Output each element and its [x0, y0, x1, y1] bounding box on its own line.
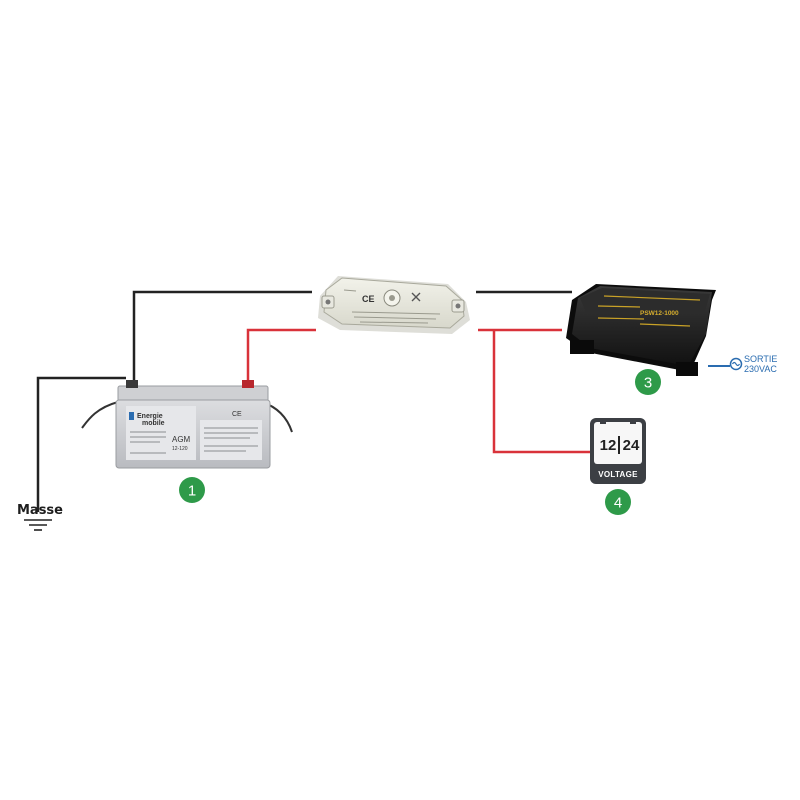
ground-label: Masse — [17, 503, 63, 518]
inverter-output-label-line2: 230VAC — [744, 364, 777, 374]
svg-text:1: 1 — [188, 483, 196, 500]
wire-battery-to-fuse-negative — [132, 290, 312, 382]
voltage-terminal-left-icon — [600, 420, 606, 424]
wire-fuse-to-voltage-indicator — [492, 330, 590, 454]
inverter[interactable]: PSW12-1000 — [566, 284, 743, 376]
voltage-label: VOLTAGE — [598, 470, 638, 479]
inverter-ac-output-icon — [729, 357, 743, 371]
inverter-foot-left — [570, 340, 594, 354]
fuse-block[interactable]: CE — [318, 276, 470, 334]
fuse-ce: CE — [362, 294, 375, 304]
voltage-value-24: 24 — [623, 437, 640, 454]
inverter-foot-right — [676, 362, 698, 376]
voltage-badge: 4 — [605, 489, 631, 515]
battery-badge: 1 — [179, 477, 205, 503]
inverter-output-label-line1: SORTIE — [744, 354, 777, 364]
battery-type: AGM — [172, 435, 191, 444]
inverter-badge: 3 — [635, 369, 661, 395]
voltage-indicator[interactable]: 12 24 VOLTAGE — [590, 418, 646, 484]
battery-brand-line2: mobile — [142, 420, 165, 427]
battery-handle-left — [81, 401, 119, 429]
fuse-cross-icon — [411, 292, 421, 302]
inverter-model: PSW12-1000 — [640, 310, 679, 317]
voltage-terminal-right-icon — [630, 420, 636, 424]
svg-text:3: 3 — [644, 375, 652, 392]
ground-symbol — [24, 519, 52, 531]
wire-battery-to-fuse-positive — [246, 328, 316, 388]
battery[interactable]: Energie mobile AGM 12-120 CE — [81, 380, 293, 469]
inverter-label-lines — [597, 295, 701, 327]
battery-terminal-negative — [126, 380, 138, 388]
battery-model: 12-120 — [172, 446, 188, 452]
fuse-fine-print — [343, 289, 441, 324]
voltage-value-12: 12 — [600, 437, 617, 454]
battery-fine-print — [130, 427, 258, 454]
svg-text:4: 4 — [614, 495, 622, 512]
wire-ground — [36, 376, 126, 512]
battery-terminal-positive — [242, 380, 254, 388]
positive-wires — [246, 328, 590, 454]
battery-ce: CE — [232, 411, 242, 418]
negative-wires — [36, 290, 572, 512]
battery-brand-icon — [129, 412, 134, 420]
battery-brand-line1: Energie — [137, 413, 163, 420]
